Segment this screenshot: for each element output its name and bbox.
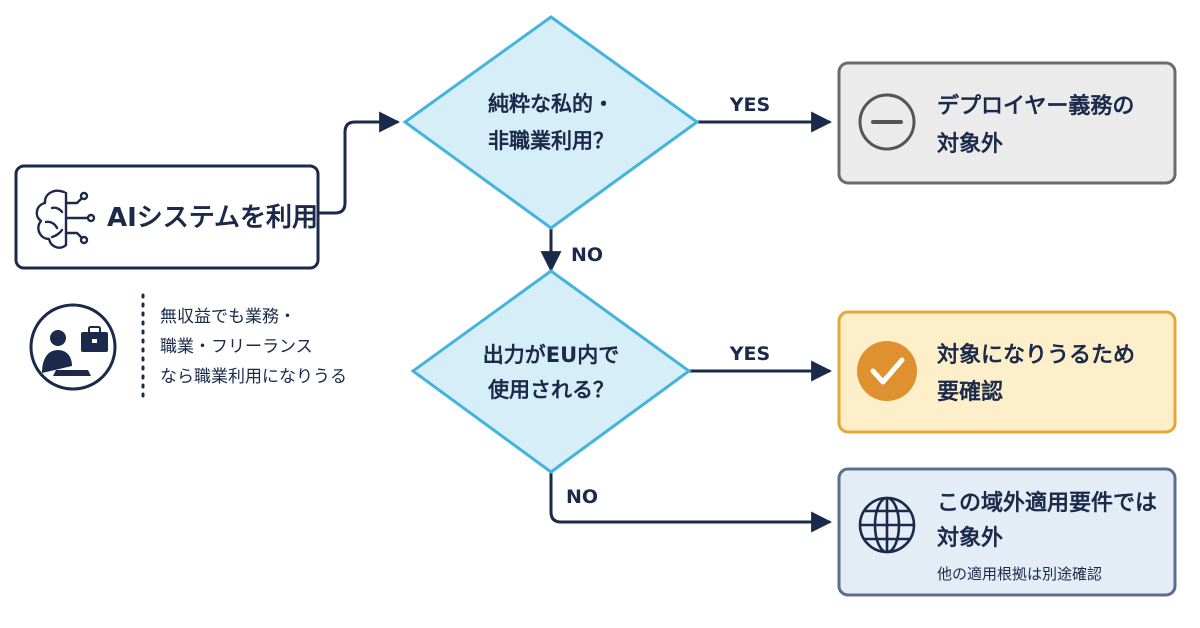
outcome-not-deployer-line-2: 対象外 [937, 131, 1003, 157]
edge-label-yes-2: YES [729, 343, 770, 365]
decision-private-use-line-2: 非職業利用？ [488, 129, 614, 153]
outcome-needs-check-line-2: 要確認 [937, 379, 1003, 405]
outcome-needs-check-line-1: 対象になりうるため [937, 342, 1135, 368]
edge-label-no-1: NO [571, 244, 603, 266]
edge-decision2-no [549, 472, 833, 533]
note-line-3: なら職業利用になりうる [160, 367, 347, 387]
outcome-needs-check: 対象になりうるため 要確認 [837, 310, 1177, 434]
note-line-1: 無収益でも業務・ [160, 307, 296, 327]
start-node: AIシステムを利用 [14, 164, 320, 270]
decision-output-eu: 出力がEU内で 使用される？ [410, 269, 692, 474]
decision-output-eu-line-2: 使用される？ [487, 378, 614, 402]
edge-start-to-decision1 [318, 111, 401, 215]
note-line-2: 職業・フリーランス [160, 337, 313, 357]
check-circle-icon [857, 341, 917, 401]
minus-circle-icon [858, 93, 916, 151]
globe-icon [858, 496, 916, 554]
outcome-out-of-scope-line-2: 対象外 [937, 525, 1003, 551]
outcome-not-deployer: デプロイヤー義務の 対象外 [837, 61, 1177, 185]
note-group: 無収益でも業務・ 職業・フリーランス なら職業利用になりうる [29, 293, 347, 398]
brain-circuit-icon [35, 189, 96, 249]
outcome-out-of-scope: この域外適用要件では 対象外 他の適用根拠は別途確認 [837, 467, 1177, 597]
decision-output-eu-line-1: 出力がEU内で [483, 343, 619, 367]
edge-label-yes-1: YES [729, 94, 770, 116]
decision-private-use: 純粋な私的・ 非職業利用？ [402, 15, 700, 230]
outcome-out-of-scope-line-1: この域外適用要件では [937, 490, 1157, 516]
decision-private-use-line-1: 純粋な私的・ [488, 92, 614, 116]
person-laptop-briefcase-icon [29, 303, 117, 391]
edge-label-no-2: NO [566, 486, 598, 508]
outcome-not-deployer-line-1: デプロイヤー義務の [937, 93, 1134, 119]
start-node-label: AIシステムを利用 [107, 203, 318, 233]
outcome-out-of-scope-subtext: 他の適用根拠は別途確認 [937, 565, 1102, 583]
